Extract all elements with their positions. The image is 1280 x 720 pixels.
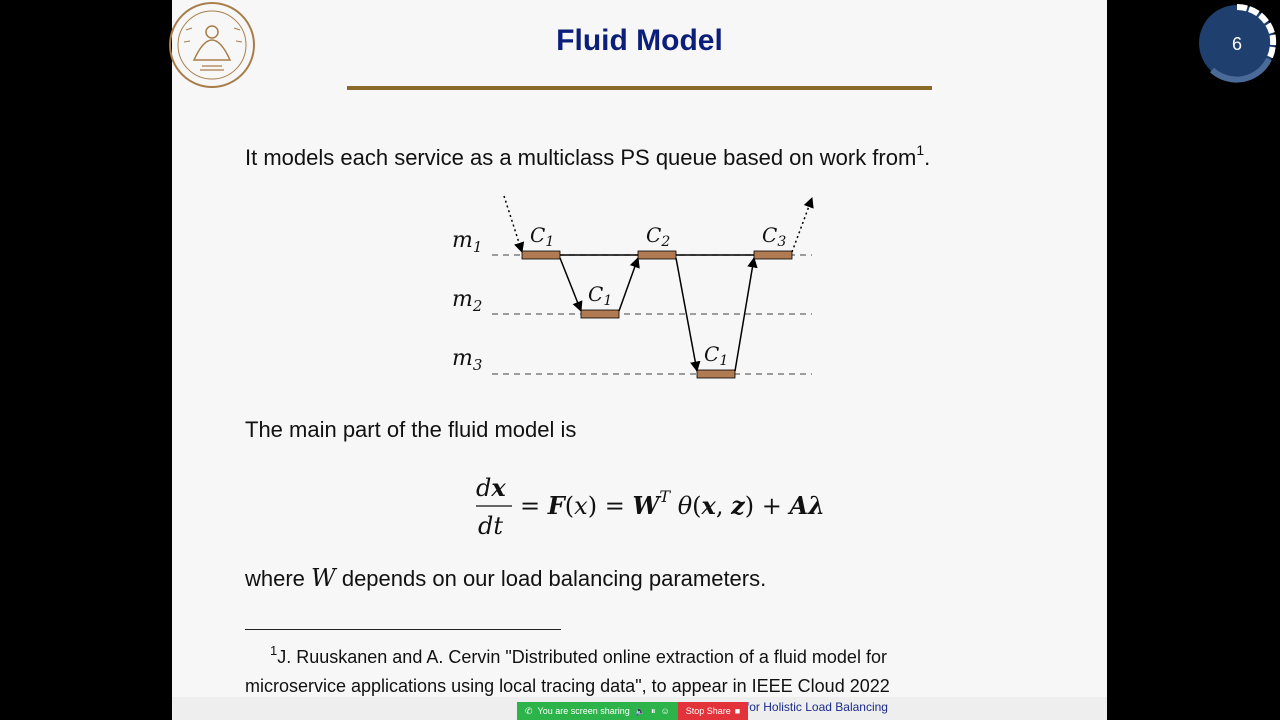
class-label-c3: C3 bbox=[762, 223, 786, 250]
server-bar-c1-m3 bbox=[696, 369, 736, 379]
where-text: where W depends on our load balancing pa… bbox=[245, 564, 766, 592]
page-number: 6 bbox=[1232, 34, 1242, 54]
server-bar-c3-m1 bbox=[753, 250, 793, 260]
machine-label-m2: m2 bbox=[452, 287, 482, 315]
where-prefix: where bbox=[245, 566, 312, 591]
where-variable: W bbox=[311, 564, 336, 592]
university-seal-logo bbox=[169, 2, 255, 88]
footnote: 1J. Ruuskanen and A. Cervin "Distributed… bbox=[245, 636, 890, 701]
class-label-c1: C1 bbox=[704, 342, 728, 369]
class-label-c2: C2 bbox=[646, 223, 670, 250]
footnote-line-2: microservice applications using local tr… bbox=[245, 676, 890, 696]
server-bar-c1-m2 bbox=[580, 309, 620, 319]
class-label-c1: C1 bbox=[588, 282, 612, 309]
equation-rhs: = F(x) = WT θ(x, z) + Aλ bbox=[520, 487, 825, 520]
arrow-m2-to-c2 bbox=[618, 257, 640, 312]
intro-text: It models each service as a multiclass P… bbox=[245, 142, 930, 171]
intro-body: It models each service as a multiclass P… bbox=[245, 145, 917, 170]
share-status: ✆ You are screen sharing 🔈 ⏸ ☺ bbox=[517, 702, 678, 720]
queue-diagram: m1 m2 m3 C1 C1 C2 C1 C3 bbox=[452, 195, 814, 379]
arrival-arrow bbox=[503, 195, 525, 253]
arrow-m3-to-c3 bbox=[734, 256, 758, 372]
footnote-number: 1 bbox=[270, 643, 278, 658]
main-part-text: The main part of the fluid model is bbox=[245, 417, 577, 442]
emoji-icon[interactable]: ☺ bbox=[660, 706, 670, 716]
title-rule bbox=[347, 86, 932, 90]
fluid-equation: dx dt = F(x) = WT θ(x, z) + Aλ bbox=[476, 473, 825, 540]
arrow-c1-to-m2 bbox=[559, 257, 583, 312]
where-suffix: depends on our load balancing parameters… bbox=[335, 566, 767, 591]
screen-share-bar: ✆ You are screen sharing 🔈 ⏸ ☺ Stop Shar… bbox=[517, 702, 749, 720]
intro-end: . bbox=[924, 145, 931, 170]
stop-share-label: Stop Share bbox=[685, 706, 731, 716]
machine-label-m3: m3 bbox=[452, 346, 482, 374]
equation-denominator: dt bbox=[478, 512, 503, 540]
footnote-rule bbox=[245, 629, 561, 630]
phone-icon: ✆ bbox=[525, 705, 533, 716]
footnote-line-1: 1J. Ruuskanen and A. Cervin "Distributed… bbox=[245, 636, 890, 672]
server-bar-c1-m1 bbox=[521, 250, 561, 260]
machine-label-m1: m1 bbox=[452, 228, 482, 256]
intro-footnote-ref: 1 bbox=[916, 142, 925, 158]
stop-share-button[interactable]: Stop Share ■ bbox=[677, 702, 749, 720]
share-status-text: You are screen sharing bbox=[537, 706, 630, 716]
server-bar-c2-m1 bbox=[637, 250, 677, 260]
pause-icon[interactable]: ⏸ bbox=[651, 705, 656, 716]
stop-icon: ■ bbox=[734, 706, 741, 716]
speaker-icon[interactable]: 🔈 bbox=[634, 705, 646, 716]
class-label-c1: C1 bbox=[530, 223, 554, 250]
arrow-c2-to-m3 bbox=[675, 257, 701, 373]
footnote-text-1: J. Ruuskanen and A. Cervin "Distributed … bbox=[277, 647, 887, 667]
slide-progress-badge: 6 bbox=[1199, 3, 1277, 83]
slide: Fluid Model It models each service as a … bbox=[169, 0, 1107, 720]
slide-title: Fluid Model bbox=[556, 24, 723, 57]
departure-arrow bbox=[791, 197, 814, 253]
equation-numerator: dx bbox=[476, 473, 506, 502]
